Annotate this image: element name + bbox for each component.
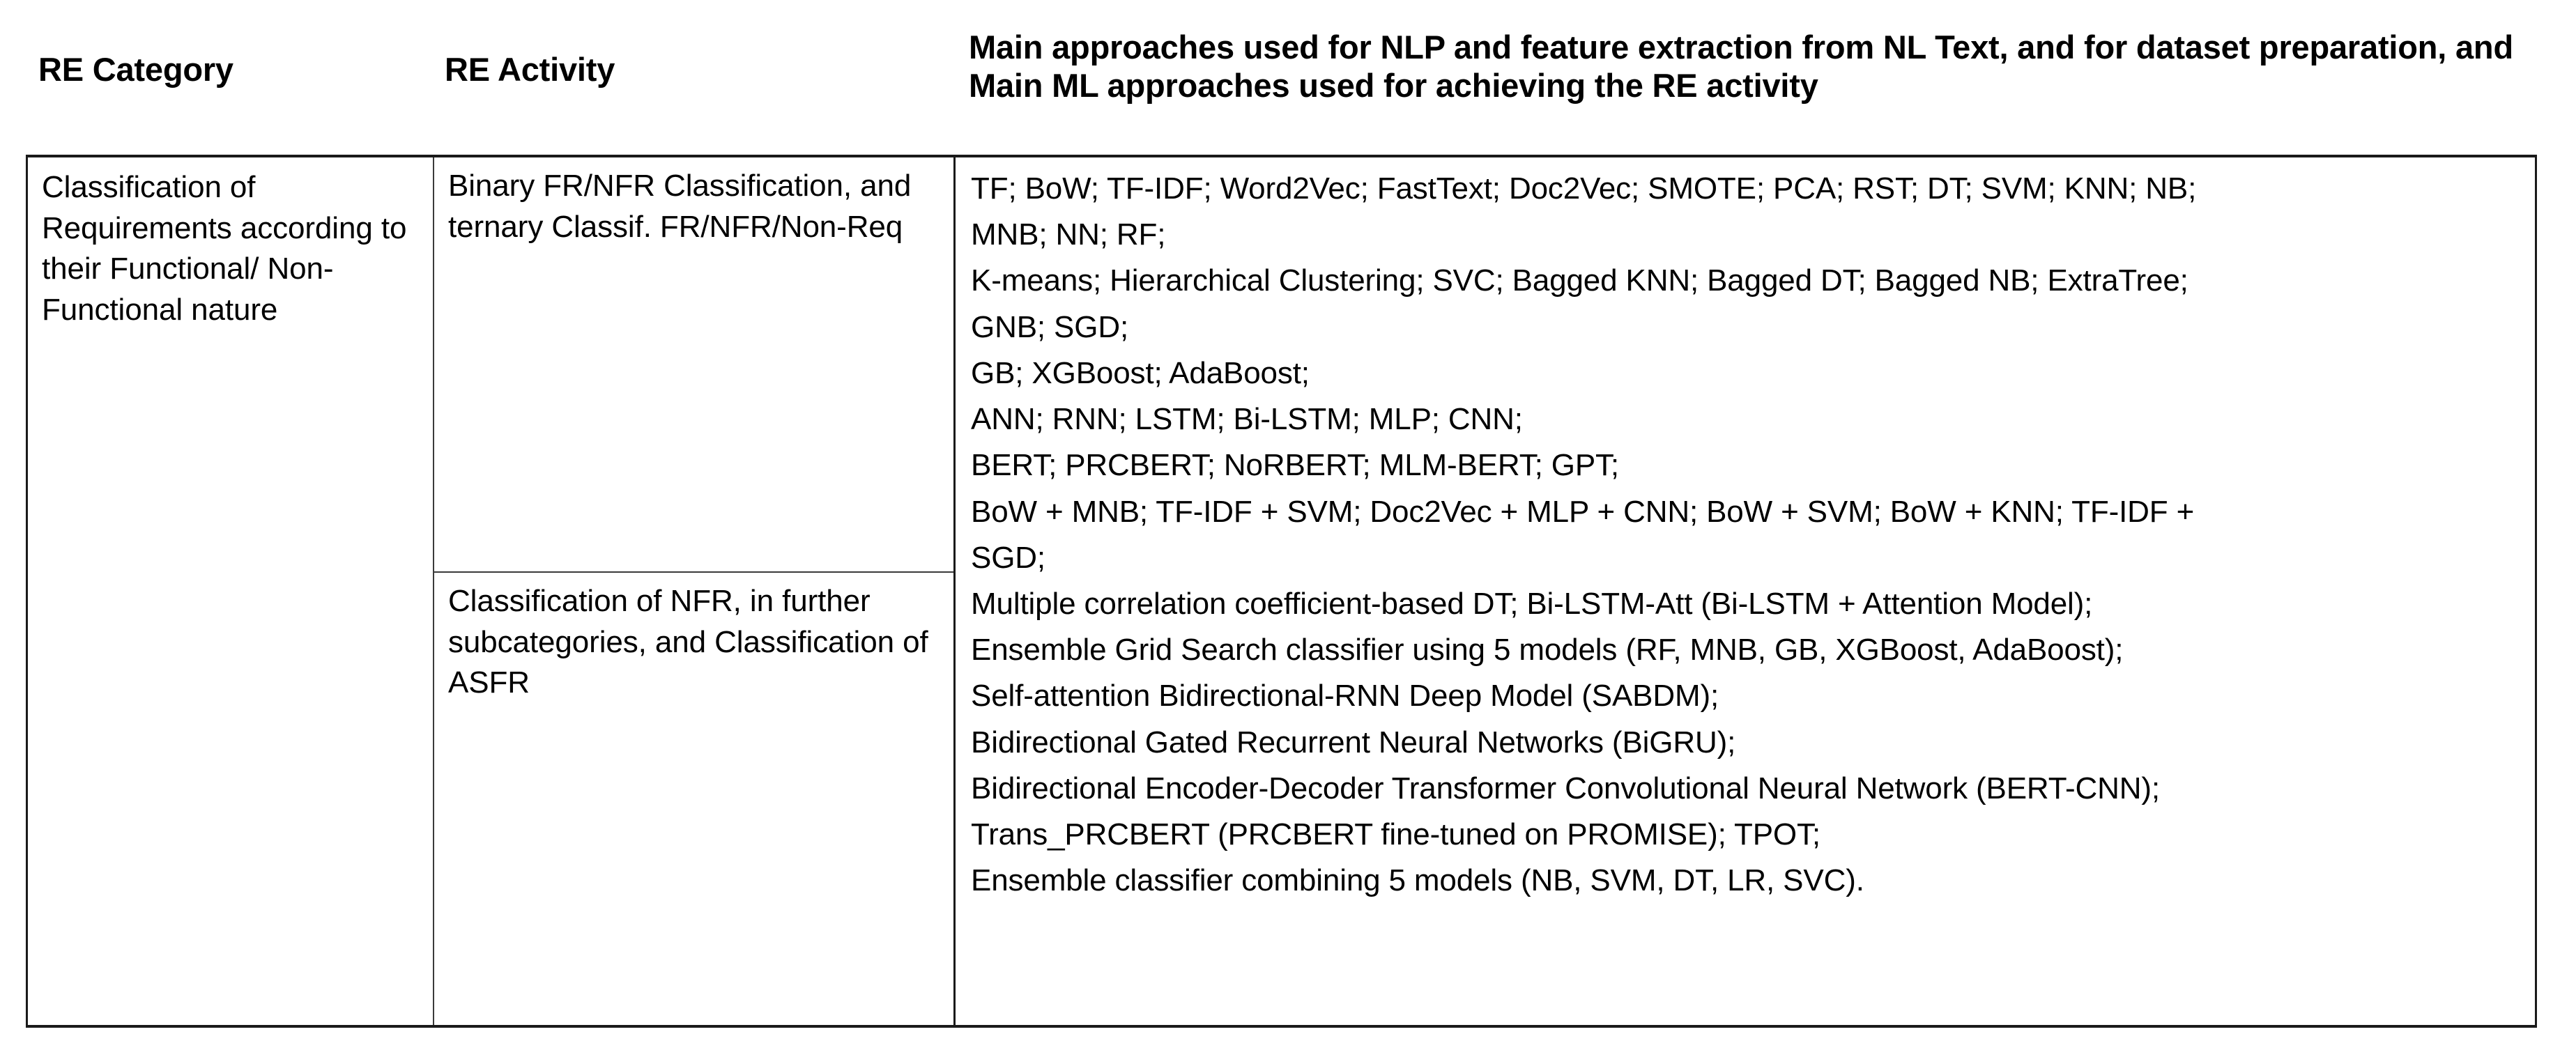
table-column-main-approaches: TF; BoW; TF-IDF; Word2Vec; FastText; Doc…: [956, 157, 2535, 1025]
approach-line: BoW + MNB; TF-IDF + SVM; Doc2Vec + MLP +…: [971, 494, 2195, 529]
table-cell-activity-binary-ternary: Binary FR/NFR Classification, and ternar…: [434, 157, 953, 573]
column-header-re-category: RE Category: [38, 51, 233, 88]
column-header-main-approaches: Main approaches used for NLP and feature…: [969, 29, 2513, 105]
approach-line: BERT; PRCBERT; NoRBERT; MLM-BERT; GPT;: [971, 448, 1619, 483]
approach-line: Trans_PRCBERT (PRCBERT fine-tuned on PRO…: [971, 817, 1820, 852]
approach-line: Multiple correlation coefficient-based D…: [971, 586, 2093, 621]
approach-line: TF; BoW; TF-IDF; Word2Vec; FastText; Doc…: [971, 171, 2197, 206]
column-header-re-activity: RE Activity: [445, 51, 615, 88]
approach-line: ANN; RNN; LSTM; Bi-LSTM; MLP; CNN;: [971, 402, 1523, 437]
table-column-re-activity: Binary FR/NFR Classification, and ternar…: [434, 157, 956, 1025]
approach-line: Bidirectional Encoder-Decoder Transforme…: [971, 771, 2160, 805]
approach-line: Bidirectional Gated Recurrent Neural Net…: [971, 725, 1736, 759]
table-header-row: RE Category RE Activity Main approaches …: [26, 28, 2537, 105]
table-cell-main-approaches: TF; BoW; TF-IDF; Word2Vec; FastText; Doc…: [956, 157, 2535, 911]
approach-line: MNB; NN; RF;: [971, 217, 1166, 252]
approach-line: Ensemble Grid Search classifier using 5 …: [971, 633, 2124, 668]
table-column-re-category: Classification of Requirements according…: [28, 157, 434, 1025]
table-cell-category-classification: Classification of Requirements according…: [42, 170, 407, 327]
re-approaches-table: Classification of Requirements according…: [26, 155, 2537, 1028]
approach-line: GB; XGBoost; AdaBoost;: [971, 355, 1310, 390]
approach-line: GNB; SGD;: [971, 309, 1129, 344]
approach-line: Self-attention Bidirectional-RNN Deep Mo…: [971, 679, 1719, 713]
approach-line: Ensemble classifier combining 5 models (…: [971, 863, 1864, 898]
approach-line: K-means; Hierarchical Clustering; SVC; B…: [971, 263, 2188, 298]
approach-line: SGD;: [971, 540, 1045, 575]
table-cell-activity-nfr-asfr: Classification of NFR, in further subcat…: [448, 584, 928, 700]
